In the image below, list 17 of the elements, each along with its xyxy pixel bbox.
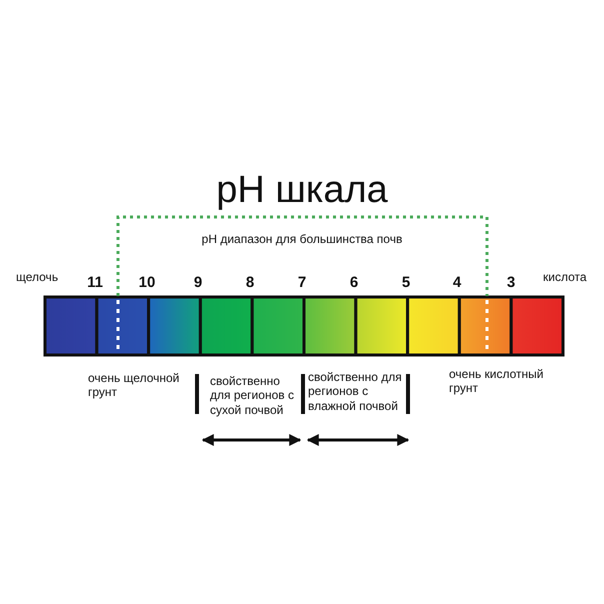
tick-label: 7 [296,274,308,292]
scale-end-label: щелочь [16,270,58,284]
zone-note: свойственно для регионов с влажной почвой [308,370,403,414]
title: pH шкала [215,168,389,213]
zone-note: очень кислотный грунт [449,367,544,396]
tick-label: 4 [452,274,462,292]
zone-note: очень щелочной грунт [88,371,180,400]
tick-label: 9 [192,274,204,292]
scale-end-label: кислота [543,270,587,284]
zone-note: свойственно для регионов с сухой почвой [210,374,295,418]
tick-label: 11 [86,274,104,292]
tick-label: 5 [400,274,412,292]
tick-label: 3 [506,274,516,292]
tick-label: 8 [244,274,256,292]
tick-label: 10 [138,274,156,292]
range-caption: pH диапазон для большинства почв [200,232,404,246]
tick-label: 6 [348,274,360,292]
